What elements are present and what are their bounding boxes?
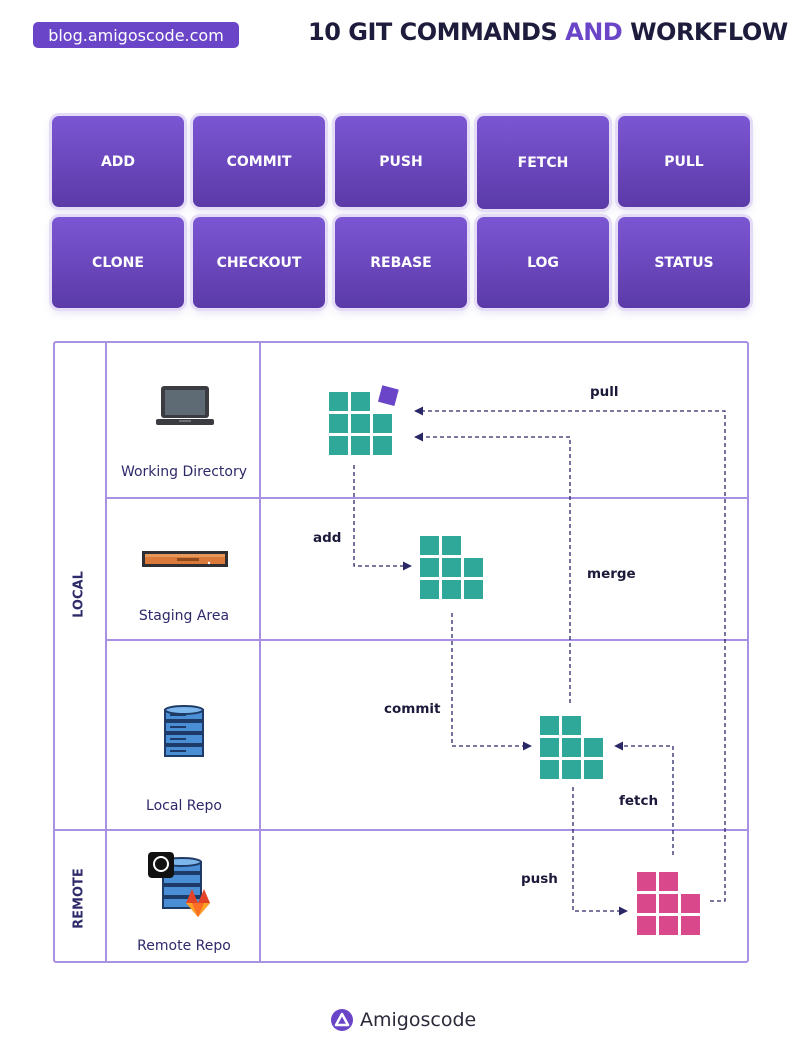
divider-line [105,341,107,963]
file-block [373,436,392,455]
pull-arrow [414,406,726,902]
file-block [329,392,348,411]
flow-label-merge: merge [587,566,636,582]
file-block [540,716,559,735]
laptop-icon [156,386,214,425]
site-badge[interactable]: blog.amigoscode.com [33,22,239,48]
merge-arrow [414,432,571,703]
command-checkout-button[interactable]: CHECKOUT [193,217,325,308]
file-block [329,414,348,433]
file-block [464,580,483,599]
row-label-local-repo: Local Repo [146,798,222,814]
page-title: 10 GIT COMMANDS AND WORKFLOW [308,18,788,52]
flow-label-fetch: fetch [619,793,659,809]
title-text-accent: AND [565,18,623,46]
file-block [373,414,392,433]
add-arrow [353,465,412,571]
file-block [637,916,656,935]
divider-line [259,341,261,963]
command-grid: ADD COMMIT PUSH FETCH PULL CLONE CHECKOU… [0,0,800,320]
file-block [540,738,559,757]
flow-label-push: push [521,871,558,887]
command-commit-button[interactable]: COMMIT [193,116,325,207]
command-rebase-button[interactable]: REBASE [335,217,467,308]
remote-repo-icon [148,852,210,917]
flow-label-pull: pull [590,384,619,400]
footer-brand[interactable]: Amigoscode [330,1006,490,1034]
file-block [420,558,439,577]
command-log-button[interactable]: LOG [477,217,609,308]
row-label-staging-area: Staging Area [138,608,230,624]
file-block [681,916,700,935]
file-block [351,414,370,433]
divider-line [105,639,749,641]
commit-arrow [451,613,532,751]
file-block [540,760,559,779]
amigoscode-logo-icon [331,1009,353,1031]
file-block [659,916,678,935]
flow-label-add: add [313,530,342,546]
title-text-post: WORKFLOW [622,18,788,46]
file-block [637,872,656,891]
file-block [420,536,439,555]
file-block [351,436,370,455]
row-label-remote-repo: Remote Repo [137,938,231,954]
staging-area-icon [142,551,228,567]
file-block [659,872,678,891]
file-block [637,894,656,913]
file-block [562,760,581,779]
file-block [442,536,461,555]
file-block [659,894,678,913]
command-status-button[interactable]: STATUS [618,217,750,308]
command-fetch-button[interactable]: FETCH [477,116,609,209]
file-block [681,894,700,913]
fetch-arrow [614,741,674,855]
flow-label-commit: commit [384,701,441,717]
title-text-pre: 10 GIT COMMANDS [308,18,566,46]
local-repo-files-icon [540,716,603,779]
file-block [329,436,348,455]
divider-line [53,829,749,831]
file-block [562,716,581,735]
remote-repo-files-icon [637,872,700,935]
file-block [584,738,603,757]
row-label-working-directory: Working Directory [120,464,248,480]
command-pull-button[interactable]: PULL [618,116,750,207]
modified-file-icon [377,385,399,407]
file-block [584,760,603,779]
file-block [562,738,581,757]
local-repo-database-icon [164,705,204,757]
working-directory-files-icon [329,392,392,455]
file-block [442,580,461,599]
file-block [420,580,439,599]
command-clone-button[interactable]: CLONE [52,217,184,308]
divider-line [105,497,749,499]
file-block [442,558,461,577]
command-add-button[interactable]: ADD [52,116,184,207]
staging-files-icon [420,536,483,599]
file-block [464,558,483,577]
command-push-button[interactable]: PUSH [335,116,467,207]
footer-brand-text: Amigoscode [360,1009,477,1031]
file-block [351,392,370,411]
